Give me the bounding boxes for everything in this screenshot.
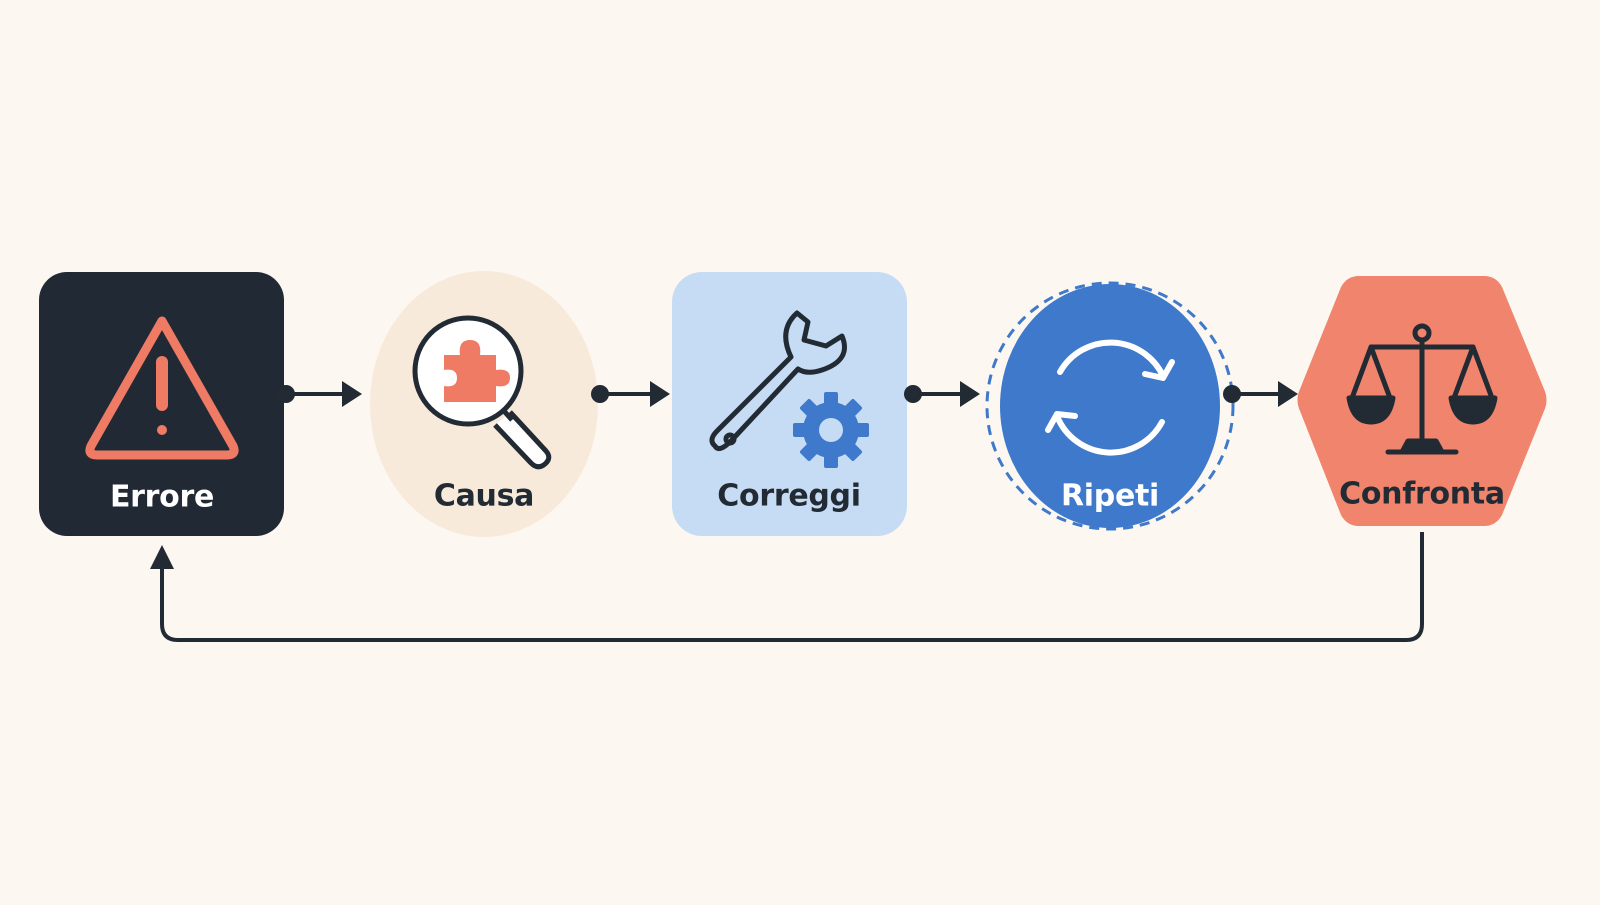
gear-icon xyxy=(793,392,869,468)
magnifier-puzzle-icon xyxy=(412,315,552,470)
node-ripeti: Ripeti xyxy=(985,281,1235,531)
warning-triangle-icon xyxy=(85,316,239,460)
connector-correggi-ripeti xyxy=(904,381,980,407)
node-errore-label: Errore xyxy=(110,480,214,515)
node-ripeti-label: Ripeti xyxy=(1061,479,1159,514)
connector-causa-correggi xyxy=(591,381,670,407)
node-correggi-shape xyxy=(672,272,907,536)
wrench-icon xyxy=(709,310,847,452)
node-errore: Errore xyxy=(39,272,284,536)
connector-feedback-loop xyxy=(150,532,1424,642)
balance-scale-icon xyxy=(1346,323,1498,455)
node-confronta: Confronta xyxy=(1297,276,1547,526)
puzzle-piece-icon xyxy=(444,340,510,402)
node-correggi: Correggi xyxy=(672,272,907,536)
connector-ripeti-confronta xyxy=(1223,381,1298,407)
node-causa-label: Causa xyxy=(434,479,534,514)
node-ripeti-shape xyxy=(1000,284,1220,528)
node-causa: Causa xyxy=(370,271,598,537)
node-ripeti-dashed-ring xyxy=(985,281,1235,531)
node-correggi-label: Correggi xyxy=(717,479,860,514)
node-confronta-label: Confronta xyxy=(1339,477,1505,512)
refresh-cycle-icon xyxy=(1045,339,1175,456)
connector-errore-causa xyxy=(277,381,362,407)
